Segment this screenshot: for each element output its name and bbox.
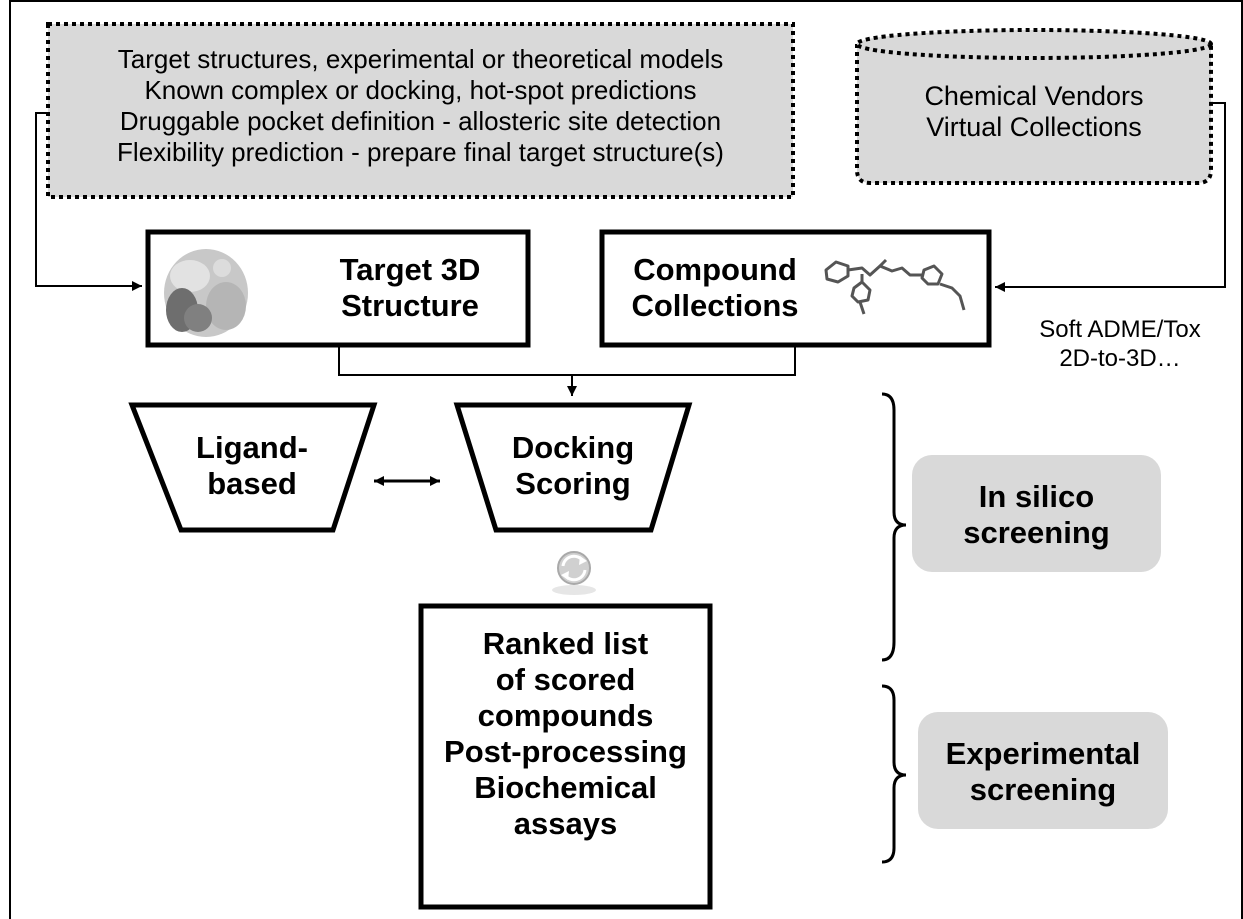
target-3d-line-2: Structure	[341, 288, 479, 323]
ranked-line-1: Ranked list	[482, 626, 649, 661]
vendors-line-1: Chemical Vendors	[924, 81, 1144, 111]
arrow-vendors-to-compounds	[995, 102, 1226, 292]
target-info-text: Target structures, experimental or theor…	[48, 44, 793, 168]
target-info-line-1: Target structures, experimental or theor…	[117, 44, 724, 74]
vendors-line-2: Virtual Collections	[926, 112, 1142, 142]
outer-border	[9, 0, 1243, 919]
experimental-line-2: screening	[969, 772, 1117, 807]
docking-line-1: Docking	[511, 430, 635, 465]
molecule-icon	[824, 258, 966, 315]
ligand-line-2: based	[207, 466, 297, 501]
soft-filter-line-1: Soft ADME/Tox	[1039, 316, 1201, 343]
in-silico-label: In silico screening	[912, 479, 1161, 551]
soft-filter-line-2: 2D-to-3D…	[1059, 345, 1181, 372]
vendors-text: Chemical Vendors Virtual Collections	[857, 81, 1211, 143]
experimental-label: Experimental screening	[918, 736, 1168, 808]
protein-structure-icon	[164, 249, 248, 337]
merge-connector	[338, 345, 796, 376]
docking-scoring-label: Docking Scoring	[483, 430, 663, 502]
soft-filter-text: Soft ADME/Tox 2D-to-3D…	[1005, 315, 1235, 373]
compound-collections-box	[599, 229, 992, 348]
experimental-badge	[918, 712, 1168, 829]
arrow-info-to-target	[35, 112, 142, 291]
ranked-list-label: Ranked list of scored compounds Post-pro…	[421, 626, 710, 842]
ranked-line-2: of scored	[495, 662, 636, 697]
target-3d-label: Target 3D Structure	[300, 252, 520, 324]
ligand-based-label: Ligand- based	[162, 430, 342, 502]
target-info-line-4: Flexibility prediction - prepare final t…	[117, 137, 724, 167]
ranked-line-3: compounds	[477, 698, 654, 733]
vendors-cylinder	[855, 28, 1213, 185]
ranked-list-box	[418, 603, 713, 910]
docking-line-2: Scoring	[515, 466, 631, 501]
in-silico-line-1: In silico	[978, 479, 1095, 514]
ligand-based-funnel	[128, 402, 378, 533]
refresh-icon	[552, 551, 596, 595]
in-silico-brace	[881, 392, 907, 662]
docking-scoring-funnel	[453, 402, 693, 533]
compound-line-2: Collections	[631, 288, 799, 323]
experimental-line-1: Experimental	[945, 736, 1141, 771]
in-silico-badge	[912, 455, 1161, 572]
target-3d-line-1: Target 3D	[339, 252, 481, 287]
target-info-box	[46, 22, 795, 199]
ranked-line-5: Biochemical	[474, 770, 657, 805]
ligand-line-1: Ligand-	[196, 430, 308, 465]
experimental-brace	[881, 684, 907, 864]
target-info-line-2: Known complex or docking, hot-spot predi…	[144, 75, 697, 105]
ranked-line-6: assays	[513, 806, 618, 841]
target-info-line-3: Druggable pocket definition - allosteric…	[119, 106, 722, 136]
compound-collections-label: Compound Collections	[608, 252, 822, 324]
compound-line-1: Compound	[633, 252, 797, 287]
ranked-line-4: Post-processing	[444, 734, 687, 769]
in-silico-line-2: screening	[963, 515, 1110, 550]
